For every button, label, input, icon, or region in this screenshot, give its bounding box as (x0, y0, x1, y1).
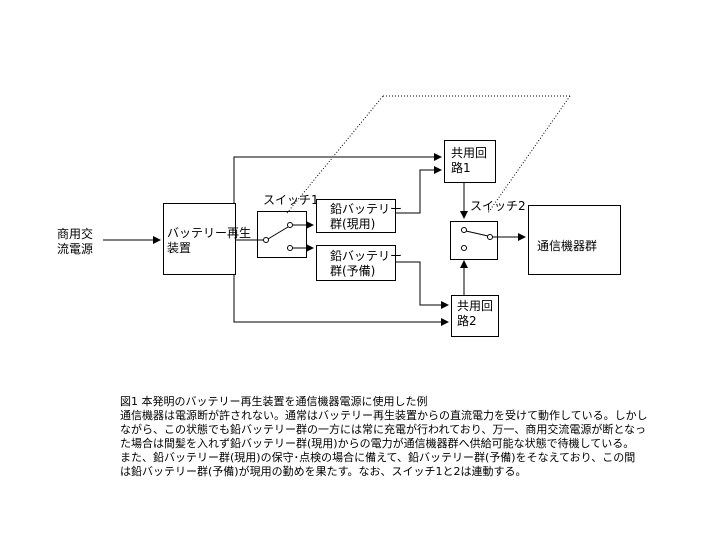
caption-title: 図1 本発明のバッテリー再生装置を通信機器電源に使用した例 (120, 395, 700, 409)
edge-active-to-shared1 (396, 170, 441, 213)
regenerator-box: バッテリー再生 装置 (163, 203, 236, 275)
switch2-label: スイッチ2 (470, 199, 526, 214)
caption-line: 通信機器は電源断が許されない。通常はバッテリー再生装置からの直流電力を受けて動作… (120, 409, 700, 423)
regenerator-label: バッテリー再生 装置 (167, 226, 251, 256)
shared-circuit-2-label: 共用回 路2 (457, 299, 493, 329)
shared-circuit-1-label: 共用回 路1 (451, 146, 487, 176)
interlock-dotted-right (488, 96, 570, 213)
caption-line: ながら、この状態でも鉛バッテリー群の一方には常に充電が行われており、万一、商用交… (120, 423, 700, 437)
switch1-label: スイッチ1 (263, 193, 319, 208)
battery-active-label: 鉛バッテリー 群(現用) (330, 202, 402, 232)
caption-line: た場合は間髪を入れず鉛バッテリー群(現用)からの電力が通信機器群へ供給可能な状態… (120, 437, 700, 451)
switch1-box (257, 211, 307, 258)
edge-spare-to-shared2 (396, 262, 448, 305)
battery-active-box: 鉛バッテリー 群(現用) (316, 199, 396, 233)
caption-line: また、鉛バッテリー群(現用)の保守･点検の場合に備えて、鉛バッテリー群(予備)を… (120, 451, 700, 465)
comm-equipment-box: 通信機器群 (528, 205, 621, 275)
battery-spare-box: 鉛バッテリー 群(予備) (316, 245, 396, 281)
caption-line: は鉛バッテリー群(予備)が現用の勤めを果たす。なお、スイッチ1と2は連動する。 (120, 465, 700, 479)
ac-power-label: 商用交 流電源 (57, 227, 93, 257)
switch2-box (450, 221, 498, 260)
edge-regenerator-to-shared2 (234, 275, 448, 322)
figure-caption: 図1 本発明のバッテリー再生装置を通信機器電源に使用した例 通信機器は電源断が許… (120, 395, 700, 479)
battery-spare-label: 鉛バッテリー 群(予備) (330, 249, 402, 279)
shared-circuit-2-box: 共用回 路2 (451, 295, 499, 337)
shared-circuit-1-box: 共用回 路1 (444, 140, 496, 183)
comm-equipment-label: 通信機器群 (537, 239, 597, 254)
